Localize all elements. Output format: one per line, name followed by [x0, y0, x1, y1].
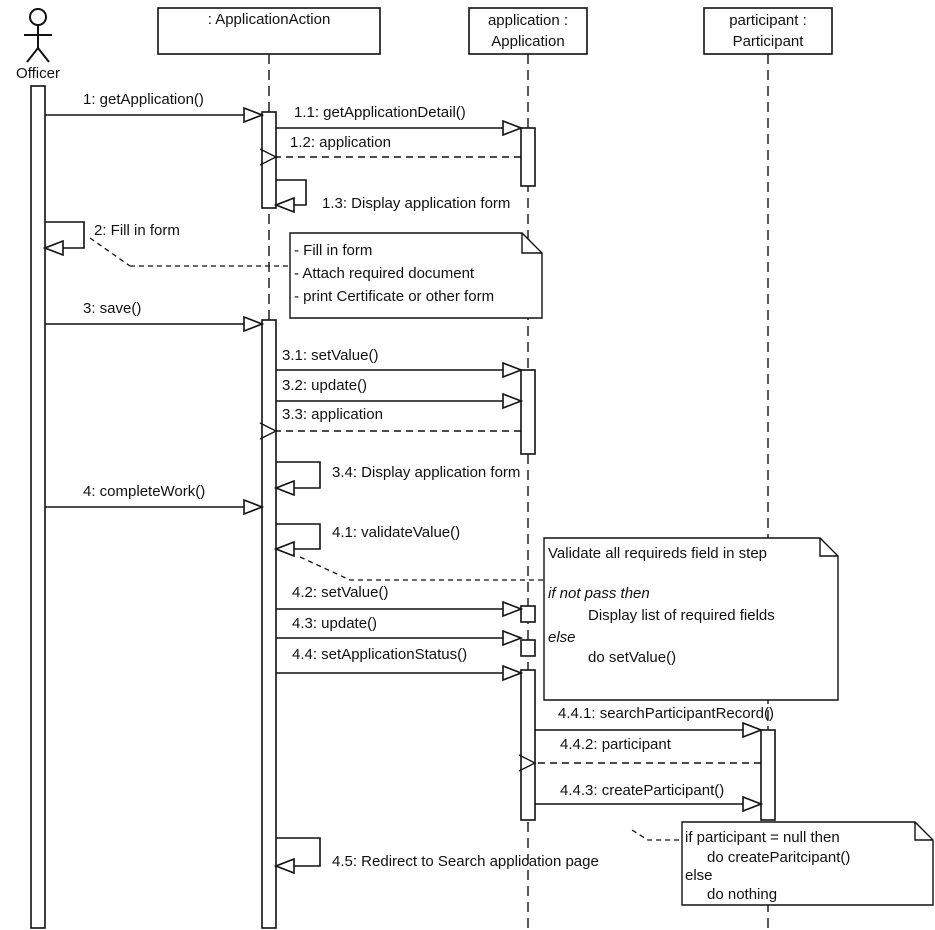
note-validate-title: Validate all requireds field in step: [548, 545, 767, 562]
msg-1-3-arrow: [276, 179, 307, 205]
activation-app-2: [520, 369, 536, 455]
msg-3-label: 3: save(): [83, 300, 141, 317]
msg-3-3-label: 3.3: application: [282, 406, 383, 423]
note-participant: if participant = null then do createPari…: [631, 821, 934, 906]
msg-3-2-label: 3.2: update(): [282, 377, 367, 394]
note-validate-else-action: do setValue(): [588, 649, 676, 666]
activation-app-1: [520, 127, 536, 187]
msg-4-2-label: 4.2: setValue(): [292, 584, 388, 601]
activation-action-1: [261, 111, 277, 209]
activation-app-4: [520, 639, 536, 657]
lifeline-title-participant-line1: participant :: [729, 12, 807, 29]
msg-4-5-arrow: [276, 837, 321, 866]
note-validate-if: if not pass then: [548, 585, 650, 602]
msg-1-2-label: 1.2: application: [290, 134, 391, 151]
note-fill-in-form: - Fill in form - Attach required documen…: [89, 232, 543, 319]
note-anchor-form: [89, 237, 131, 267]
note-validate-then: Display list of required fields: [588, 607, 775, 624]
msg-4-1-label: 4.1: validateValue(): [332, 524, 460, 541]
note-participant-if: if participant = null then: [685, 829, 840, 846]
msg-1-3-label: 1.3: Display application form: [322, 195, 510, 212]
note-validate: Validate all requireds field in step if …: [299, 537, 839, 701]
lifeline-header-application: application : Application: [468, 7, 588, 55]
lifeline-title-application-line2: Application: [491, 33, 564, 50]
msg-4-4-2-label: 4.4.2: participant: [560, 736, 672, 753]
msg-3-4-label: 3.4: Display application form: [332, 464, 520, 481]
note-form-line-1: - Fill in form: [294, 242, 372, 259]
msg-4-label: 4: completeWork(): [83, 483, 205, 500]
msg-1-1-label: 1.1: getApplicationDetail(): [294, 104, 466, 121]
msg-1-label: 1: getApplication(): [83, 91, 204, 108]
note-participant-then: do createParitcipant(): [707, 849, 850, 866]
msg-2-label: 2: Fill in form: [94, 222, 180, 239]
lifeline-title-participant-line2: Participant: [733, 33, 805, 50]
note-participant-else: else: [685, 867, 713, 884]
note-anchor-validate: [299, 556, 545, 581]
lifeline-header-participant: participant : Participant: [703, 7, 833, 55]
lifeline-title-application-line1: application :: [488, 12, 568, 29]
activation-app-5: [520, 669, 536, 821]
msg-3-1-label: 3.1: setValue(): [282, 347, 378, 364]
activation-bars: [30, 85, 776, 929]
actor-name: Officer: [16, 65, 60, 82]
activation-officer: [30, 85, 46, 929]
officer-actor: Officer: [16, 8, 60, 82]
note-validate-else: else: [548, 629, 576, 646]
lifeline-header-application-action: : ApplicationAction: [157, 7, 381, 55]
msg-3-4-arrow: [276, 461, 321, 488]
msg-4-5-label: 4.5: Redirect to Search application page: [332, 853, 599, 870]
msg-2-arrow: [45, 221, 85, 248]
messages: [45, 115, 761, 866]
note-participant-else-action: do nothing: [707, 886, 777, 903]
note-form-line-2: - Attach required document: [294, 265, 475, 282]
msg-4-1-arrow: [276, 523, 321, 549]
lifeline-title-application-action: : ApplicationAction: [208, 11, 331, 28]
note-form-line-3: - print Certificate or other form: [294, 288, 494, 305]
activation-app-3: [520, 605, 536, 623]
msg-4-4-3-label: 4.4.3: createParticipant(): [560, 782, 724, 799]
msg-4-3-label: 4.3: update(): [292, 615, 377, 632]
activation-action-2: [261, 319, 277, 929]
message-labels: 1: getApplication() 1.1: getApplicationD…: [83, 91, 774, 870]
msg-4-4-label: 4.4: setApplicationStatus(): [292, 646, 467, 663]
actor-head-icon: [29, 8, 47, 26]
activation-participant-1: [760, 729, 776, 821]
msg-4-4-1-label: 4.4.1: searchParticipantRecord(): [558, 705, 774, 722]
note-anchor-participant: [631, 829, 682, 841]
